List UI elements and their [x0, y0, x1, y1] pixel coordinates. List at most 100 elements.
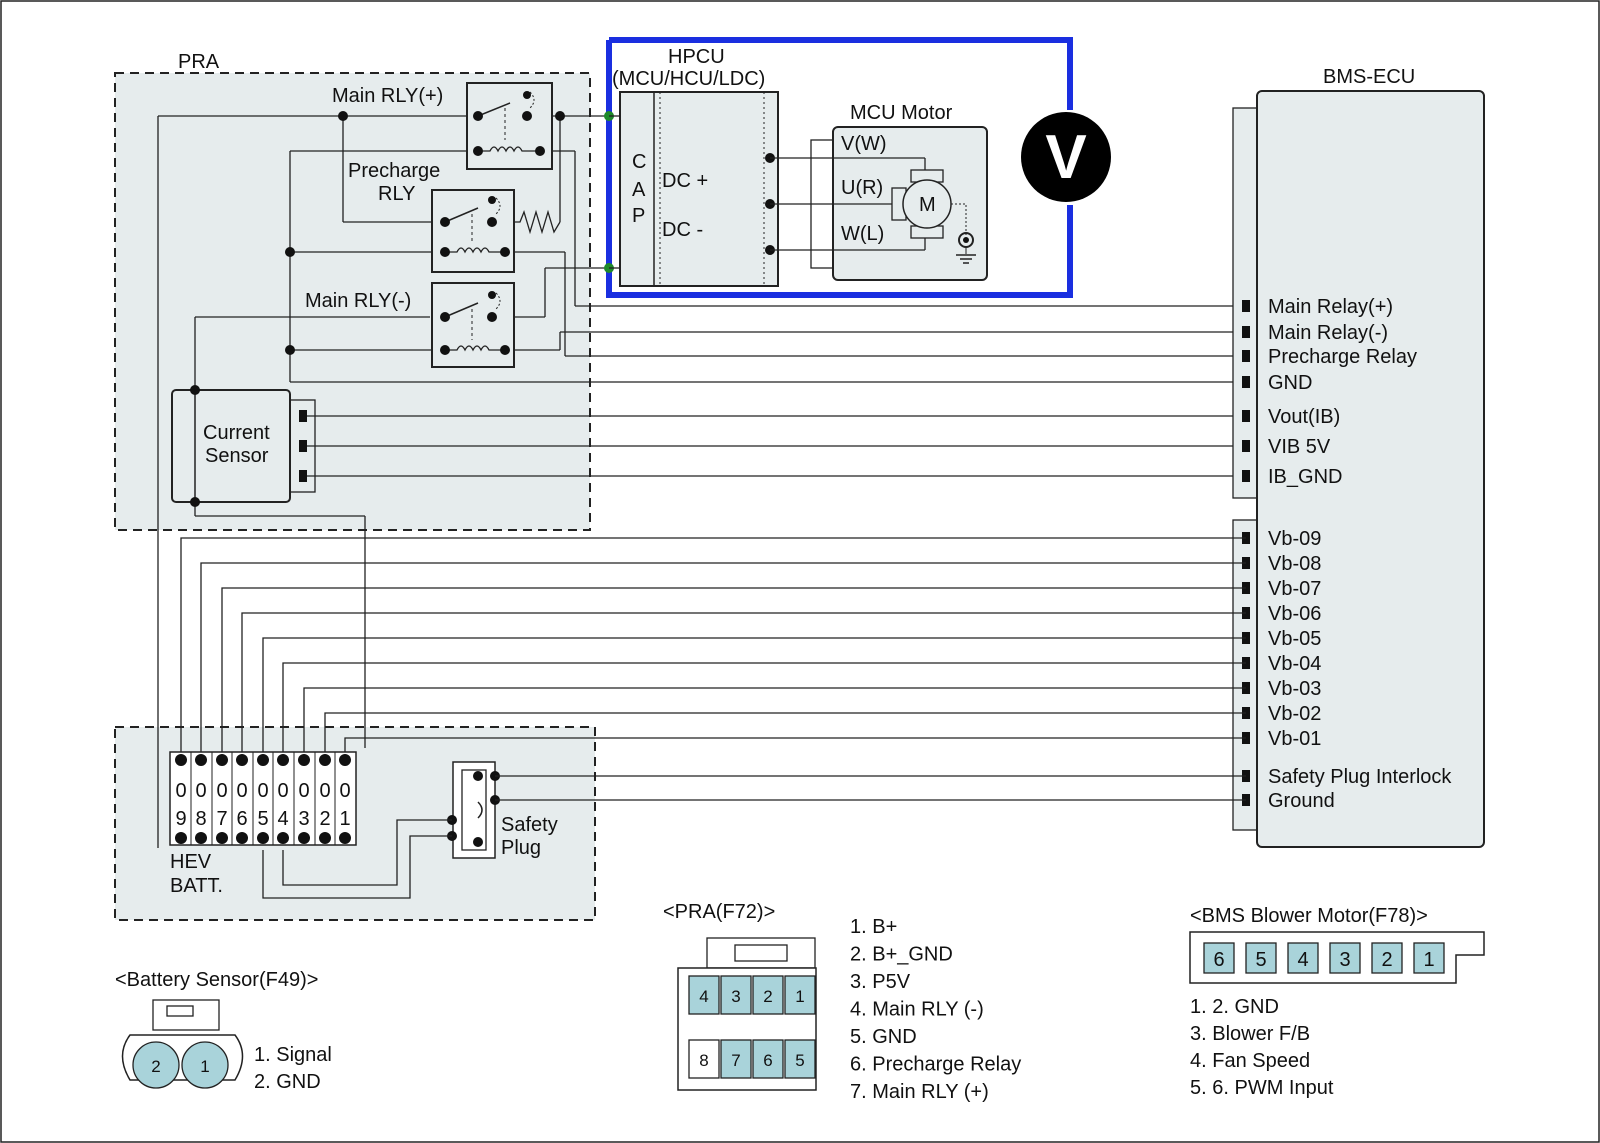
battery-terminal-top: [339, 754, 351, 766]
pra-connector-pin-number: 5: [795, 1051, 804, 1070]
battery-terminal-top: [236, 754, 248, 766]
battery-terminal-bottom: [216, 832, 228, 844]
battery-sensor-legend-2: 2. GND: [254, 1071, 321, 1093]
mcu-motor-block: [770, 126, 988, 281]
pra-legend-item: 6. Precharge Relay: [850, 1054, 1021, 1076]
bms-pin-label: Vb-01: [1268, 728, 1321, 750]
blower-legend-item: 1. 2. GND: [1190, 996, 1279, 1018]
pra-connector-title: <PRA(F72)>: [663, 901, 775, 923]
battery-cell-digit: 0: [216, 780, 227, 802]
bms-ecu-pins: Main Relay(+)Main Relay(-)Precharge Rela…: [1242, 296, 1452, 812]
blower-pin: [1245, 942, 1277, 974]
bms-pin-label: Precharge Relay: [1268, 346, 1417, 368]
hpcu-title-1: HPCU: [668, 46, 725, 68]
motor-w: W(L): [841, 223, 884, 245]
battery-cell-digit: 5: [257, 808, 268, 830]
cell-wire: [180, 537, 1246, 752]
bms-pin-label: Vb-05: [1268, 628, 1321, 650]
battery-terminal-top: [277, 754, 289, 766]
main-relay-minus: [431, 282, 515, 368]
current-sensor-label-2: Sensor: [205, 445, 269, 467]
battery-terminal-bottom: [195, 832, 207, 844]
bms-pin-label: Vb-04: [1268, 653, 1321, 675]
bms-pin-label: Vb-03: [1268, 678, 1321, 700]
hv-loop: [606, 37, 1073, 298]
battery-terminal-bottom: [236, 832, 248, 844]
safety-plug: [262, 761, 1246, 899]
cell-wire: [303, 687, 1246, 752]
precharge-label-1: Precharge: [348, 160, 440, 182]
battery-label-2: BATT.: [170, 875, 223, 897]
pra-title: PRA: [178, 51, 220, 73]
dc-minus: DC -: [662, 219, 703, 241]
battery-terminal-top: [298, 754, 310, 766]
battery-sensor-pin-2: 2: [151, 1057, 160, 1076]
battery-cell-digit: 0: [277, 780, 288, 802]
blower-pin: [1329, 942, 1361, 974]
bms-ecu-block: [1232, 90, 1485, 848]
bms-pin-marker: [1242, 350, 1250, 362]
cap-p: P: [632, 205, 645, 227]
motor-m: M: [919, 194, 936, 216]
pra-junctions: [285, 111, 565, 355]
main-relay-plus: [466, 82, 553, 170]
battery-cell-digit: 2: [319, 808, 330, 830]
bms-ecu-title: BMS-ECU: [1323, 66, 1415, 88]
pra-legend-item: 5. GND: [850, 1026, 917, 1048]
blower-pin-number: 5: [1255, 949, 1266, 971]
bms-pin-label: IB_GND: [1268, 466, 1342, 488]
hpcu-block: [604, 91, 779, 287]
battery-sensor-pin-1: 1: [200, 1057, 209, 1076]
bms-pin-marker: [1242, 470, 1250, 482]
bms-pin-marker: [1242, 300, 1250, 312]
battery-cell-digit: 9: [175, 808, 186, 830]
cap-a: A: [632, 179, 646, 201]
blower-legend: 1. 2. GND 3. Blower F/B 4. Fan Speed 5. 6. …: [1190, 996, 1334, 1099]
blower-pin: [1371, 942, 1403, 974]
blower-legend-item: 5. 6. PWM Input: [1190, 1077, 1334, 1099]
battery-label-1: HEV: [170, 851, 212, 873]
battery-terminal-top: [257, 754, 269, 766]
bms-pin-label: Vout(IB): [1268, 406, 1340, 428]
battery-terminal-bottom: [319, 832, 331, 844]
main-relay-minus-label: Main RLY(-): [305, 290, 411, 312]
bms-pin-label: Ground: [1268, 790, 1335, 812]
pra-connector-pin: [752, 975, 784, 1015]
blower-legend-item: 3. Blower F/B: [1190, 1023, 1310, 1045]
battery-terminal-bottom: [175, 832, 187, 844]
battery-terminal-top: [175, 754, 187, 766]
cell-wire: [344, 737, 1246, 752]
pra-connector-pin: [752, 1039, 784, 1079]
cell-wire: [200, 562, 1246, 752]
hpcu-title-2: (MCU/HCU/LDC): [612, 68, 765, 90]
blower-pin: [1413, 942, 1445, 974]
hev-battery: [169, 751, 357, 846]
motor-u: U(R): [841, 177, 883, 199]
bms-pin-marker: [1242, 440, 1250, 452]
pra-connector-pin-number: 7: [731, 1051, 740, 1070]
cell-wire: [241, 612, 1246, 752]
safety-plug-label-1: Safety: [501, 814, 558, 836]
cell-wire: [282, 662, 1246, 752]
blower-pin: [1203, 942, 1235, 974]
pra-connector-pin-number: 3: [731, 987, 740, 1006]
bms-pin-marker: [1242, 326, 1250, 338]
battery-terminal-top: [216, 754, 228, 766]
bms-pin-label: Vb-02: [1268, 703, 1321, 725]
pra-legend-item: 3. P5V: [850, 971, 911, 993]
voltmeter-label: V: [1045, 123, 1086, 192]
blower-pin-number: 4: [1297, 949, 1308, 971]
battery-cell-digit: 0: [339, 780, 350, 802]
pra-connector-pin-number: 4: [699, 987, 708, 1006]
bms-pin-label: Vb-08: [1268, 553, 1321, 575]
bms-pin-marker: [1242, 376, 1250, 388]
battery-terminal-top: [319, 754, 331, 766]
cell-wire: [221, 587, 1246, 752]
battery-cell-digit: 3: [298, 808, 309, 830]
bms-pin-label: GND: [1268, 372, 1312, 394]
blower-legend-item: 4. Fan Speed: [1190, 1050, 1310, 1072]
